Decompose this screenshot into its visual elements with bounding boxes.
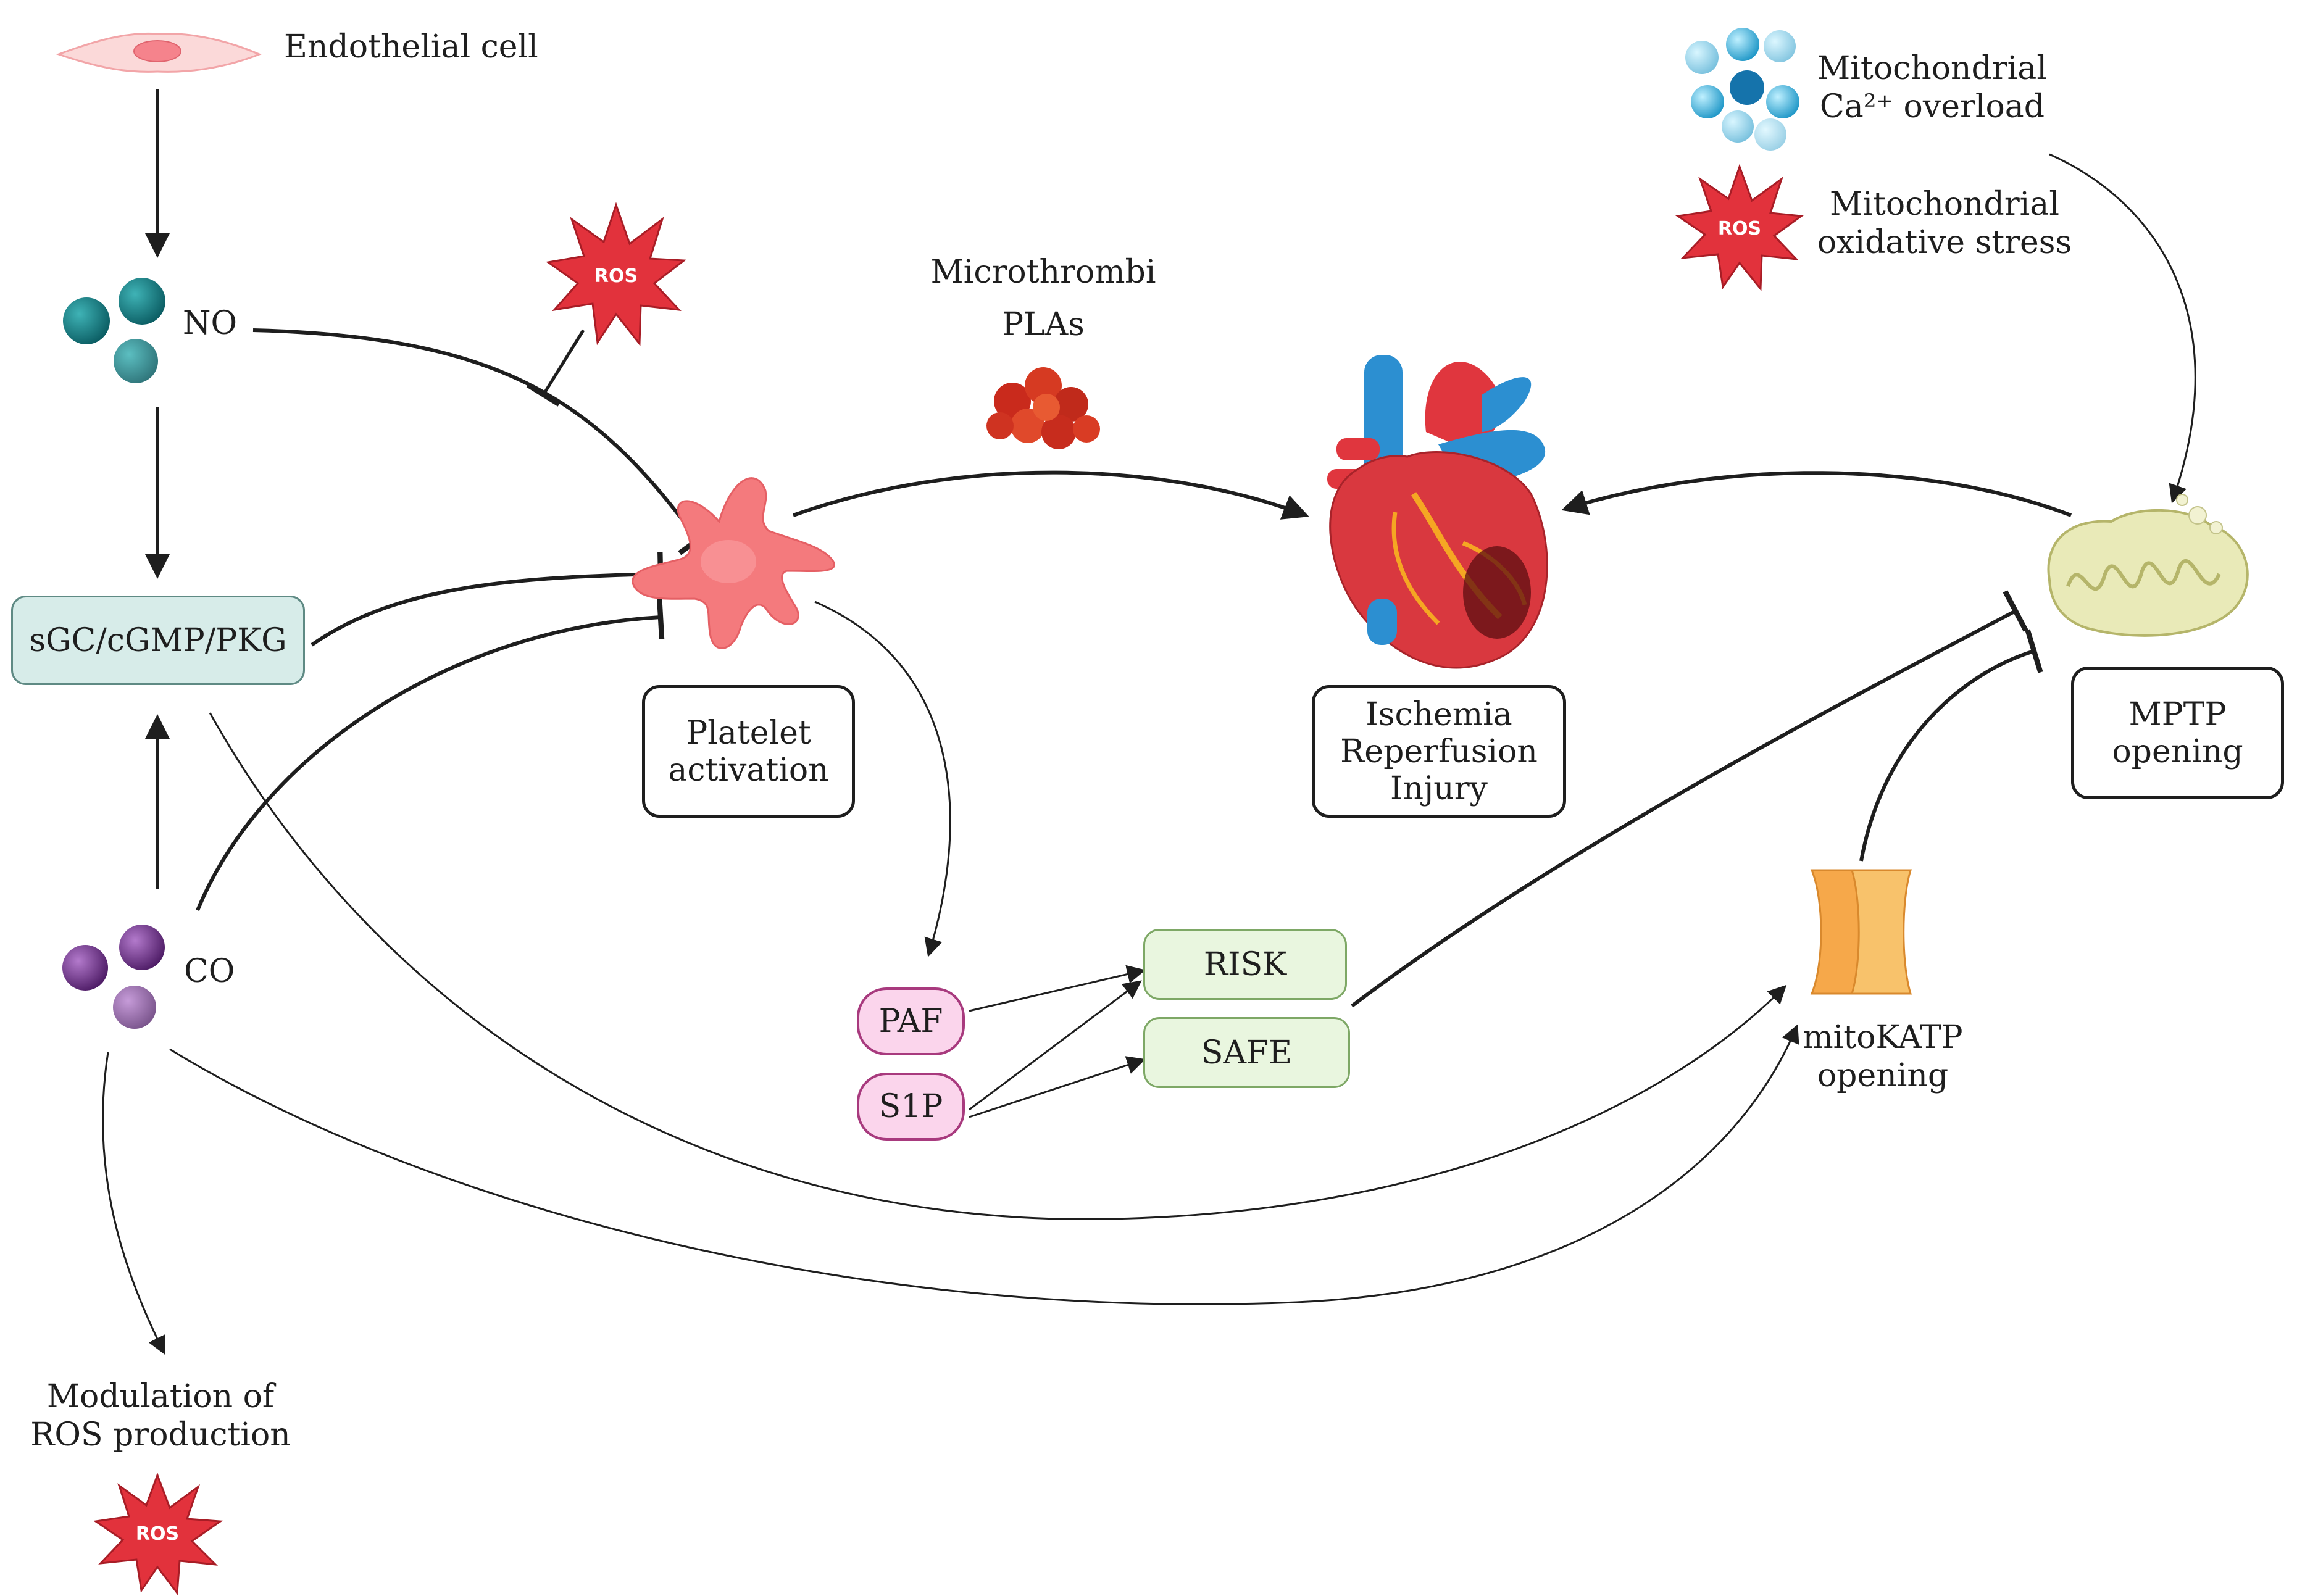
arrow-s1p-to-safe: [969, 1056, 1146, 1118]
arrow-platelet-to-iri: [792, 470, 1309, 520]
inhibit-no-platelet: [252, 328, 717, 555]
mitokatp-channel-icon: [1810, 869, 1912, 995]
mitokatp-label: mitoKATP opening: [1803, 1019, 1963, 1094]
endothelial-cell-label: Endothelial cell: [284, 28, 538, 65]
sgc-cgmp-pkg-box: sGC/cGMP/PKG: [11, 596, 305, 685]
no-molecules-icon: [63, 278, 165, 383]
arrow-paf-to-risk: [969, 965, 1146, 1012]
arrow-s1p-to-risk: [969, 980, 1142, 1111]
inhibit-mitokatp-mptp: [1859, 629, 2043, 862]
co-molecules-icon: [62, 925, 165, 1029]
mito-oxidative-stress-label: Mitochondrial oxidative stress: [1817, 186, 2072, 261]
ros-star-icon-mito: ROS: [1675, 164, 1804, 292]
mito-ca-overload-label: Mitochondrial Ca²⁺ overload: [1817, 50, 2047, 125]
microthrombi-label: Microthrombi: [930, 254, 1156, 291]
inhibit-safe-mptp: [1351, 590, 2028, 1008]
paf-box: PAF: [857, 987, 965, 1055]
arrow-co-to-mitokatp: [169, 1024, 1799, 1305]
plas-label: PLAs: [1002, 306, 1085, 343]
calcium-ions-icon: [1685, 28, 1799, 151]
ros-badge-bottom: ROS: [136, 1523, 179, 1545]
arrow-ca-to-mptp: [2049, 153, 2196, 504]
inhibit-ros-platelet: [526, 329, 585, 407]
co-label: CO: [184, 953, 235, 990]
ros-badge-top: ROS: [594, 265, 638, 287]
arrow-platelet-to-paf: [814, 601, 951, 957]
inhibit-sgc-platelet: [311, 551, 664, 647]
ros-star-icon-bottom: ROS: [93, 1472, 223, 1596]
risk-box: RISK: [1143, 929, 1347, 1000]
platelet-activation-box: Platelet activation: [642, 685, 855, 818]
endothelial-cell-icon: [56, 32, 262, 73]
heart-icon: [1327, 355, 1548, 669]
no-label: NO: [183, 305, 238, 342]
arrow-mptp-to-iri: [1561, 471, 2072, 517]
arrow-co-to-modulation: [102, 1052, 165, 1355]
ros-star-icon-top: ROS: [546, 202, 687, 347]
mitochondrion-icon: [2047, 494, 2249, 637]
modulation-label: Modulation of ROS production: [30, 1378, 291, 1453]
activated-platelet-icon: [632, 477, 835, 649]
safe-box: SAFE: [1143, 1017, 1350, 1088]
arrow-sgc-to-mitokatp: [209, 712, 1787, 1220]
microthrombi-icon: [986, 367, 1100, 449]
mptp-opening-box: MPTP opening: [2071, 667, 2284, 799]
inhibit-co-platelet: [196, 594, 665, 912]
connectors: [102, 89, 2196, 1355]
s1p-box: S1P: [857, 1073, 965, 1141]
ros-badge-mito: ROS: [1718, 218, 1761, 239]
ischemia-reperfusion-injury-box: Ischemia Reperfusion Injury: [1312, 685, 1566, 818]
